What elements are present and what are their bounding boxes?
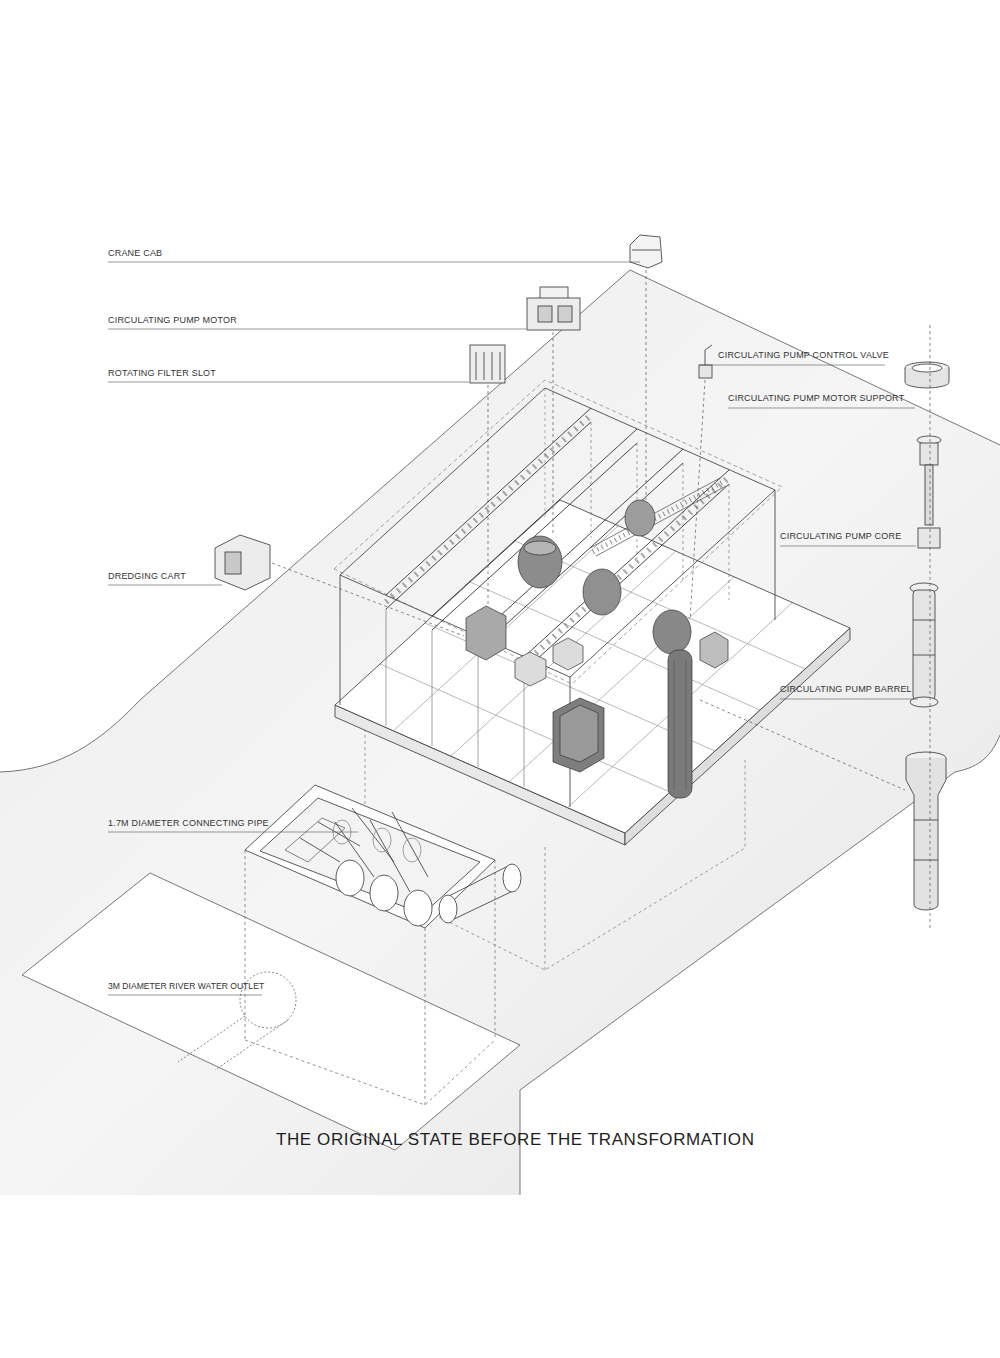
connecting-sump: [178, 785, 521, 1105]
part-label: 1.7M DIAMETER CONNECTING PIPE: [108, 819, 269, 828]
part-label: CIRCULATING PUMP BARREL: [780, 685, 912, 694]
part-label: CIRCULATING PUMP MOTOR SUPPORT: [728, 394, 904, 403]
ground: [0, 270, 1000, 1195]
building-frame: [334, 380, 782, 807]
machinery: [466, 500, 728, 798]
part-label: CRANE CAB: [108, 249, 162, 258]
caption: THE ORIGINAL STATE BEFORE THE TRANSFORMA…: [276, 1131, 755, 1148]
dashed-explode-guides: [272, 270, 930, 930]
floor-slab: [335, 500, 850, 845]
part-label: ROTATING FILTER SLOT: [108, 369, 216, 378]
part-label: DREDGING CART: [108, 572, 186, 581]
part-label: 3M DIAMETER RIVER WATER OUTLET: [108, 982, 264, 991]
leader-lines: [108, 262, 918, 995]
part-label: CIRCULATING PUMP CONTROL VALVE: [718, 351, 889, 360]
part-label: CIRCULATING PUMP MOTOR: [108, 316, 237, 325]
part-label: CIRCULATING PUMP CORE: [780, 532, 901, 541]
